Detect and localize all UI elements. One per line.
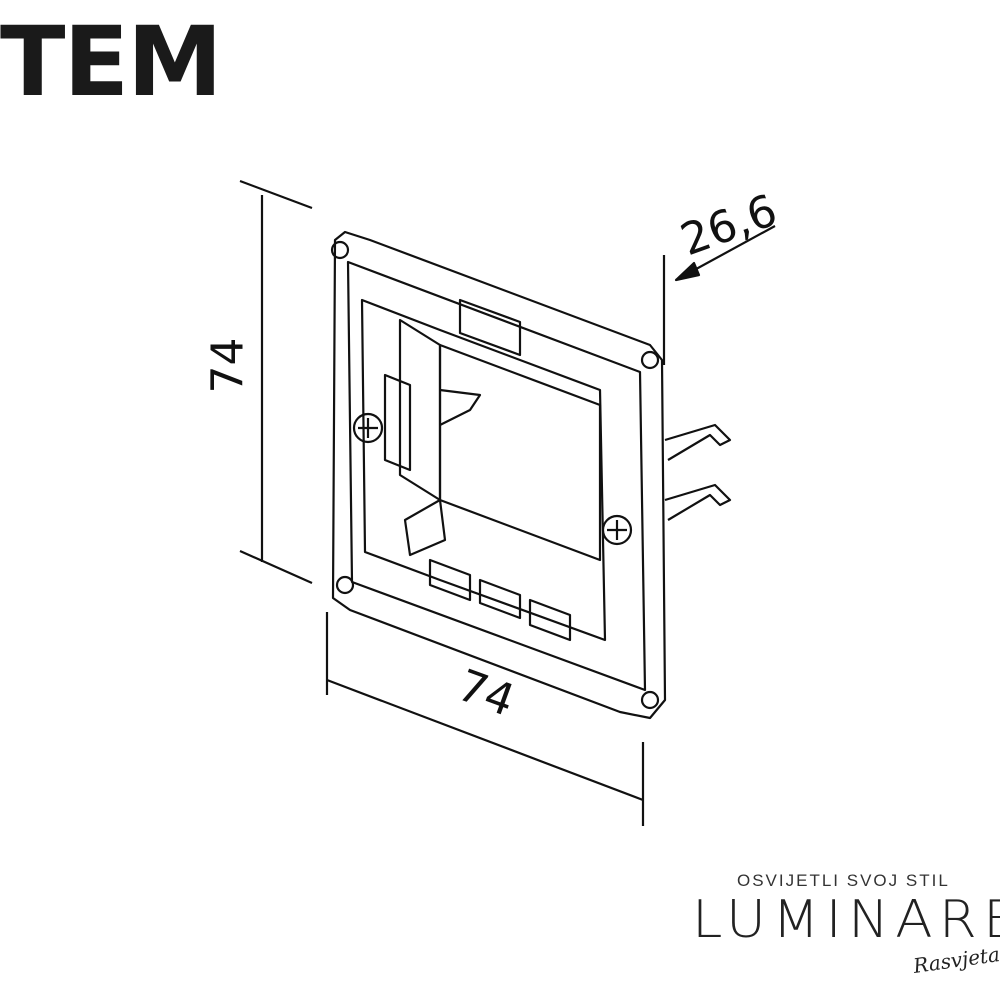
dimension-lines (239, 179, 776, 826)
height-dimension-label: 74 (202, 337, 254, 394)
tem-logo: TEM (0, 6, 223, 118)
luminare-tagline: OSVIJETLI SVOJ STIL (737, 871, 950, 890)
luminare-logo: LUMINARE (692, 890, 1000, 950)
frame-outline (330, 230, 732, 720)
